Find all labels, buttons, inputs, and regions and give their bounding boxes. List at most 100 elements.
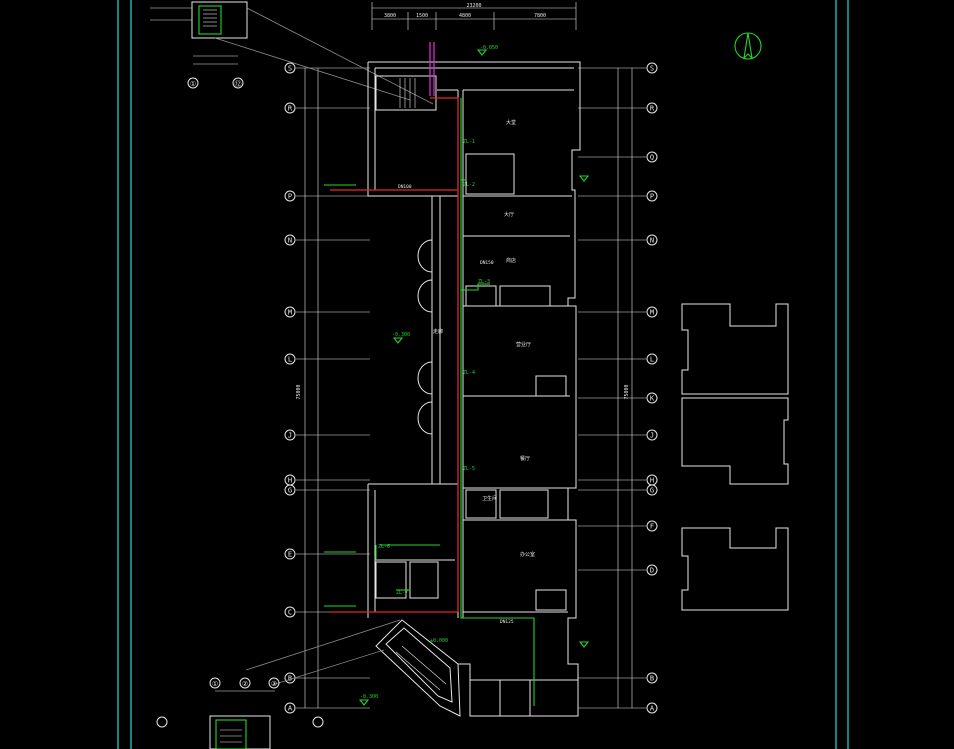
axis-right-3-label: P — [650, 193, 654, 201]
axis-left-10-label: C — [288, 609, 292, 617]
dim-left-overall: 75000 — [296, 384, 302, 399]
axis-right-4-bubble — [646, 234, 658, 246]
room-label-restaurant: 餐厅 — [520, 455, 530, 462]
axis-right-5-bubble — [646, 306, 658, 318]
elev-top: -0.050 — [480, 45, 498, 51]
axis-left-3-bubble — [284, 234, 296, 246]
axis-right-4-label: N — [650, 237, 654, 245]
building-plan — [367, 61, 581, 717]
axis-left-9-label: E — [288, 551, 292, 559]
axis-left-12-label: A — [288, 705, 293, 713]
pipe-size-labels: DN100 DN150 DN125 — [398, 184, 514, 625]
elevation-marks: -0.050 -0.300 -0.300 ±0.000 — [358, 45, 590, 706]
dim-top-seg-2: 1500 — [416, 13, 428, 19]
drawing-frame — [117, 0, 849, 749]
detail-axis-12: ⑫ — [235, 80, 242, 88]
axis-left-1-bubble — [284, 102, 296, 114]
axis-right-1-label: R — [650, 105, 655, 113]
room-label-wc: 卫生间 — [482, 495, 497, 502]
axis-left-3-label: N — [288, 237, 292, 245]
dim-top-seg-1: 3800 — [384, 13, 396, 19]
axis-right-3-bubble — [646, 190, 658, 202]
axis-right-7-bubble — [646, 392, 658, 404]
axis-right-6-label: L — [650, 356, 654, 364]
detail-bottom-axis-1: ① — [212, 680, 218, 688]
axis-right-12-bubble — [646, 564, 658, 576]
axis-right-12-label: D — [650, 567, 654, 575]
left-axis-bubbles: S R P N M L J HG E C B A — [284, 62, 370, 714]
elev-mid: -0.300 — [392, 332, 410, 338]
tag-zl-4: ZL-4 — [463, 370, 475, 376]
room-label-hall: 大厅 — [504, 211, 514, 218]
axis-right-11-bubble — [646, 520, 658, 532]
detail-bottom-axis-3: ③ — [271, 680, 277, 688]
axis-right-2-bubble — [646, 151, 658, 163]
room-labels: 大堂 大厅 商店 营业厅 餐厅 办公室 卫生间 走廊 — [433, 119, 535, 558]
axis-left-6-label: J — [288, 432, 292, 440]
axis-right-8-bubble — [646, 429, 658, 441]
axis-right-8-label: J — [650, 432, 654, 440]
axis-left-11-label: B — [288, 675, 292, 683]
axis-left-0-label: S — [288, 65, 292, 73]
detail-bottom-axis-2: ② — [242, 680, 248, 688]
axis-left-5-bubble — [284, 353, 296, 365]
axis-right-7-label: K — [650, 395, 655, 403]
axis-right-13-bubble — [646, 672, 658, 684]
room-label-business: 营业厅 — [516, 341, 531, 348]
right-dimension-chain: 75000 — [617, 68, 633, 708]
axis-left-9-bubble — [284, 548, 296, 560]
axis-right-14-bubble — [646, 702, 658, 714]
axis-left-12-bubble — [284, 702, 296, 714]
axis-right-10-label: G — [650, 487, 654, 495]
tag-zl-3: ZL-3 — [478, 279, 490, 285]
detail-top-left: ① ⑫ — [150, 1, 434, 105]
pipe-network — [245, 42, 535, 706]
axis-right-14-label: A — [650, 705, 655, 713]
axis-left-2-label: P — [288, 193, 292, 201]
axis-right-10-bubble — [646, 484, 658, 496]
pipe-size-3: DN125 — [500, 619, 514, 625]
pipe-riser-tags: ZL-1 ZL-2 ZL-3 ZL-4 ZL-5 ZL-6 ZL-7 — [378, 139, 490, 596]
axis-right-0-bubble — [646, 62, 658, 74]
top-dimension-chain: 23200 3800 1500 4800 7800 — [371, 2, 577, 30]
axis-right-11-label: F — [650, 523, 654, 531]
axis-left-8-label: G — [288, 487, 292, 495]
right-axis-bubbles: S R Q P N M L K J HG F D B A — [578, 62, 658, 714]
tag-zl-7: ZL-7 — [396, 590, 408, 596]
axis-right-5-label: M — [650, 309, 654, 317]
axis-left-0-bubble — [284, 62, 296, 74]
axis-left-4-label: M — [288, 309, 292, 317]
pipe-size-2: DN150 — [480, 260, 494, 266]
detail-axis-1: ① — [190, 80, 196, 88]
elev-entrance: ±0.000 — [430, 638, 448, 644]
axis-left-7-label: H — [288, 477, 292, 485]
pipe-size-1: DN100 — [398, 184, 412, 190]
room-label-shop: 商店 — [506, 257, 516, 264]
axis-right-2-label: Q — [650, 154, 654, 162]
left-dimension-chain: 75000 — [296, 68, 319, 708]
north-arrow-icon — [734, 32, 762, 60]
axis-right-1-bubble — [646, 102, 658, 114]
axis-right-13-label: B — [650, 675, 654, 683]
context-buildings — [681, 303, 789, 611]
axis-right-0-label: S — [650, 65, 654, 73]
axis-left-2-bubble — [284, 190, 296, 202]
tag-zl-6: ZL-6 — [378, 544, 390, 550]
room-label-office: 办公室 — [520, 551, 535, 558]
axis-left-6-bubble — [284, 429, 296, 441]
axis-left-1-label: R — [288, 105, 293, 113]
tag-zl-5: ZL-5 — [463, 466, 475, 472]
room-label-corridor: 走廊 — [433, 328, 443, 335]
axis-right-9-label: H — [650, 477, 654, 485]
axis-left-8-bubble — [284, 484, 296, 496]
tag-zl-1: ZL-1 — [463, 139, 475, 145]
tag-zl-2: ZL-2 — [463, 182, 475, 188]
dim-top-seg-4: 7800 — [534, 13, 546, 19]
dim-top-seg-3: 4800 — [459, 13, 471, 19]
dim-top-total: 23200 — [466, 3, 481, 9]
axis-left-5-label: L — [288, 356, 292, 364]
axis-right-6-bubble — [646, 353, 658, 365]
room-label-lobby: 大堂 — [506, 119, 516, 126]
elev-bottom: -0.300 — [360, 694, 378, 700]
